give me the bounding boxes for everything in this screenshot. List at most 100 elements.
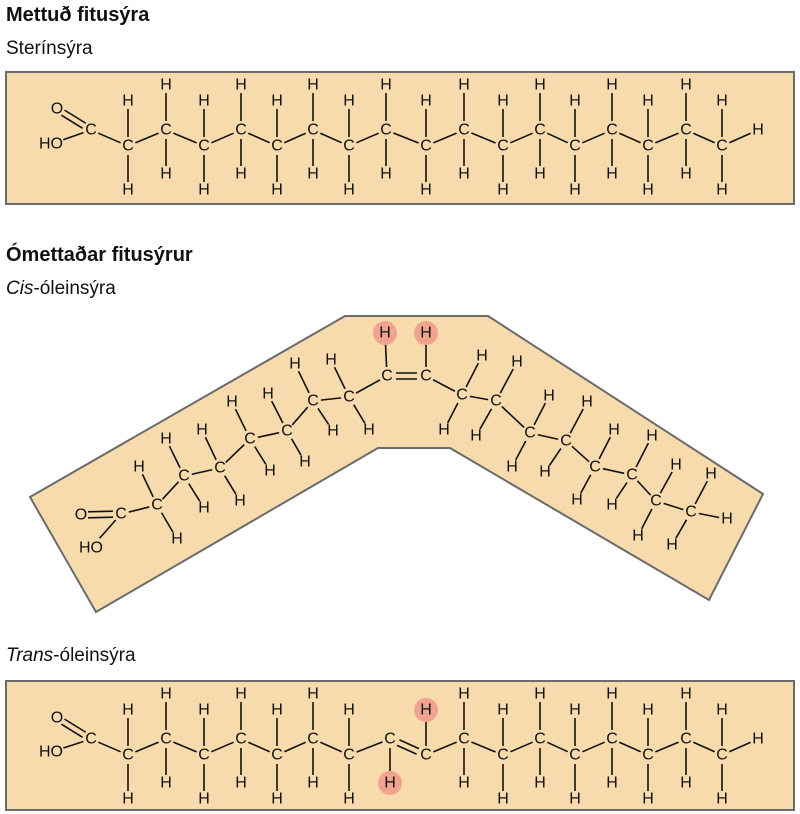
c-c-bond — [291, 406, 309, 426]
hydrogen-atom: H — [642, 791, 654, 808]
c-h-bond — [694, 480, 708, 505]
hydrogen-atom: H — [343, 702, 355, 719]
c-h-bond — [479, 408, 493, 430]
c-o-double-bond — [64, 718, 87, 733]
hydrogen-atom: H — [307, 686, 319, 703]
c-h-bond — [254, 446, 267, 465]
carbon-atom: C — [281, 423, 293, 440]
carbon-atom: C — [384, 731, 396, 748]
cis-suffix: -óleinsýra — [33, 278, 116, 299]
hydrogen-atom: H — [226, 394, 238, 411]
carbon-atom: C — [271, 138, 283, 155]
hydrogen-atom: H — [476, 348, 488, 365]
hydrogen-atom: H — [133, 459, 145, 476]
hydrogen-atom: H — [235, 166, 247, 183]
c-h-bond — [635, 442, 650, 468]
trans-prefix: Trans — [6, 645, 54, 666]
highlight-circle — [414, 698, 438, 722]
hydrogen-atom: H — [264, 463, 276, 480]
carbon-atom: C — [560, 433, 572, 450]
carbon-atom: C — [497, 747, 509, 764]
c-c-bond — [537, 433, 559, 441]
hydrogen-atom: H — [670, 457, 682, 474]
carboxyl-carbon: C — [85, 122, 97, 139]
c-o-double-bond — [88, 516, 114, 519]
c-c-bond — [225, 443, 245, 464]
hydrogen-atom: H — [642, 702, 654, 719]
c-c-bond — [692, 741, 716, 753]
c-h-bond — [675, 519, 688, 539]
hydrogen-atom: H — [343, 791, 355, 808]
c-h-bond — [446, 402, 459, 424]
c-c-bond — [356, 741, 383, 753]
cis-oleic-acid-label: Cis-óleinsýra — [6, 278, 116, 300]
oxygen-atom: O — [51, 710, 63, 727]
carbon-atom: C — [606, 731, 618, 748]
hydrogen-atom: H — [569, 702, 581, 719]
c-c-bond — [469, 395, 489, 401]
c-h-bond — [204, 436, 217, 461]
c-c-bond — [128, 506, 150, 513]
c-oh-bond — [99, 519, 117, 539]
hydrogen-atom: H — [420, 93, 432, 110]
c-h-bond — [234, 408, 247, 432]
hydrogen-atom: H — [307, 77, 319, 94]
hydrogen-atom: H — [608, 422, 620, 439]
hydrogen-atom: H — [235, 775, 247, 792]
hydrogen-atom: H — [271, 702, 283, 719]
c-c-bond — [161, 481, 180, 500]
c-c-bond — [247, 741, 271, 753]
hydrogen-atom: H — [343, 182, 355, 199]
hydrogen-atom: H — [569, 93, 581, 110]
c-c-bond — [501, 405, 525, 429]
hydrogen-atom: H — [307, 775, 319, 792]
hydrogen-atom: H — [160, 775, 172, 792]
c-h-bond — [333, 366, 346, 390]
cis-prefix: Cis — [6, 278, 34, 299]
c-c-bond — [433, 132, 457, 144]
hydrogen-atom: H — [122, 93, 134, 110]
c-h-bond — [270, 400, 284, 424]
hydrogen-atom: H — [606, 166, 618, 183]
c-h-bond — [569, 408, 584, 434]
c-c-bond — [356, 132, 379, 144]
c-c-bond — [582, 741, 605, 753]
c-h-bond — [515, 440, 527, 461]
hydrogen-atom: H — [606, 775, 618, 792]
hydrogen-atom: H — [534, 686, 546, 703]
carbon-atom: C — [642, 138, 654, 155]
c-h-bond — [297, 370, 310, 394]
carbon-atom: C — [420, 747, 432, 764]
carbon-atom: C — [235, 122, 247, 139]
hydrogen-atom: H — [234, 493, 246, 510]
carbon-atom: C — [343, 389, 355, 406]
trans-suffix: -óleinsýra — [53, 645, 136, 666]
carbon-atom: C — [716, 747, 728, 764]
hydrogen-atom: H — [420, 182, 432, 199]
c-h-bond — [317, 408, 330, 425]
c-c-bond — [355, 379, 381, 394]
c-oh-bond — [63, 131, 84, 141]
carbon-atom: C — [380, 122, 392, 139]
c-c-double-bond — [399, 739, 420, 750]
c-c-bond — [546, 132, 569, 144]
hydrogen-atom: H — [379, 325, 391, 342]
c-c-bond — [173, 741, 197, 753]
c-h-bond — [160, 512, 174, 533]
c-h-bond — [223, 475, 237, 495]
c-c-bond — [618, 132, 642, 144]
c-c-bond — [546, 741, 569, 753]
carbon-atom: C — [680, 122, 692, 139]
c-c-bond — [432, 379, 456, 392]
hydrogen-atom: H — [289, 356, 301, 373]
carboxyl-carbon: C — [85, 731, 97, 748]
hydrogen-atom: H — [458, 686, 470, 703]
carbon-atom: C — [606, 122, 618, 139]
carbon-atom: C — [244, 431, 256, 448]
hydrogen-atom: H — [271, 182, 283, 199]
hydrogen-atom: H — [581, 394, 593, 411]
carbon-atom: C — [420, 368, 432, 385]
hydrogen-atom: H — [198, 182, 210, 199]
hydrogen-atom: H — [606, 686, 618, 703]
